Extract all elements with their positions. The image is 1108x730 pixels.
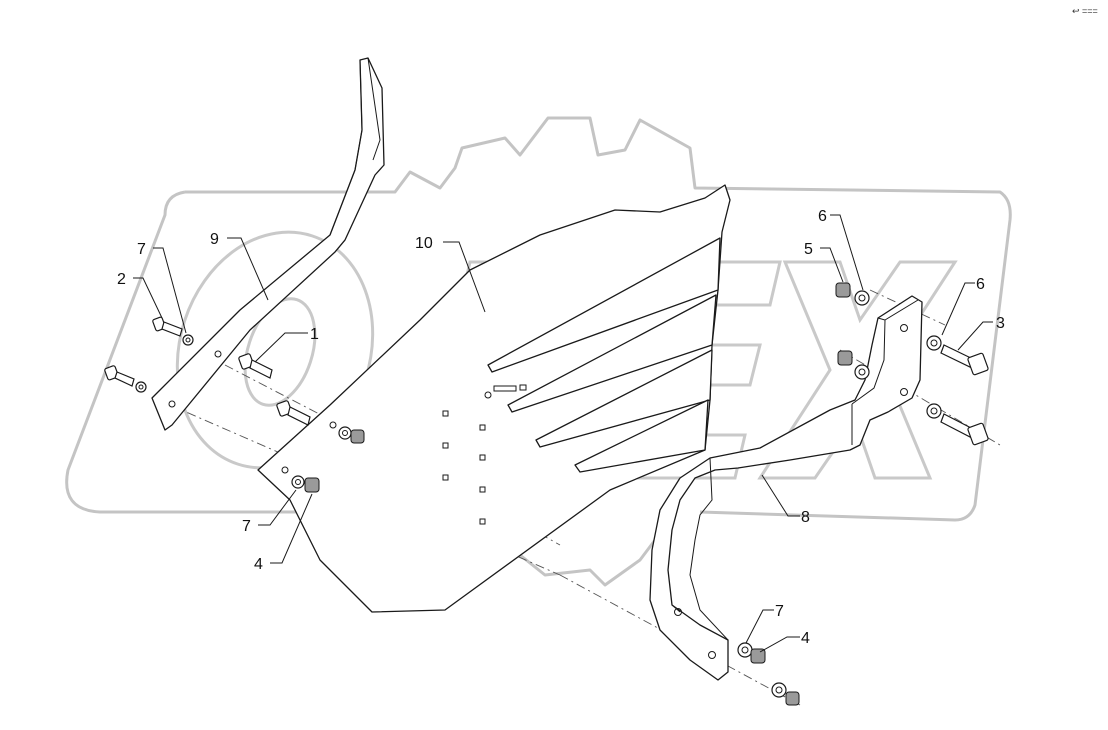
callout-7-top-left: 7 — [137, 241, 146, 258]
callout-7-bottom-left: 7 — [242, 518, 251, 535]
leader-lines — [133, 214, 993, 653]
bolt-left-lower — [104, 365, 147, 393]
callout-7-bottom-right: 7 — [775, 603, 784, 620]
callout-10: 10 — [415, 235, 433, 252]
watermark-letter-e — [618, 260, 782, 480]
washer-bolt-right-lower — [926, 403, 989, 446]
corner-mark: ↩ === — [1072, 6, 1098, 16]
washer-nut-bottom — [771, 682, 800, 706]
callout-1: 1 — [310, 326, 319, 343]
nut-5-washer-6 — [835, 282, 870, 306]
callout-2: 2 — [117, 271, 126, 288]
washer-6-bolt-3 — [926, 335, 989, 376]
part-10-plate — [257, 184, 731, 613]
washer-7-nut-4-right — [737, 642, 766, 664]
nut-washer-bracket-8 — [837, 350, 870, 380]
callout-4-bottom-right: 4 — [801, 630, 810, 647]
callout-6-right: 6 — [976, 276, 985, 293]
callout-8: 8 — [801, 509, 810, 526]
callouts: 1 2 7 9 10 6 5 6 3 8 7 4 7 4 — [117, 208, 1005, 647]
washer-nut-plate-left — [338, 426, 365, 444]
part-9-bracket — [151, 57, 385, 431]
callout-9: 9 — [210, 231, 219, 248]
callout-3: 3 — [996, 315, 1005, 332]
washer-7-nut-4-left — [291, 475, 320, 493]
callout-5: 5 — [804, 241, 813, 258]
part-8-bracket — [649, 295, 923, 681]
callout-6-top: 6 — [818, 208, 827, 225]
bolt-2 — [152, 316, 194, 346]
callout-4-bottom-left: 4 — [254, 556, 263, 573]
hardware — [104, 282, 989, 706]
bolt-middle — [276, 400, 311, 426]
bolt-1 — [238, 353, 273, 379]
